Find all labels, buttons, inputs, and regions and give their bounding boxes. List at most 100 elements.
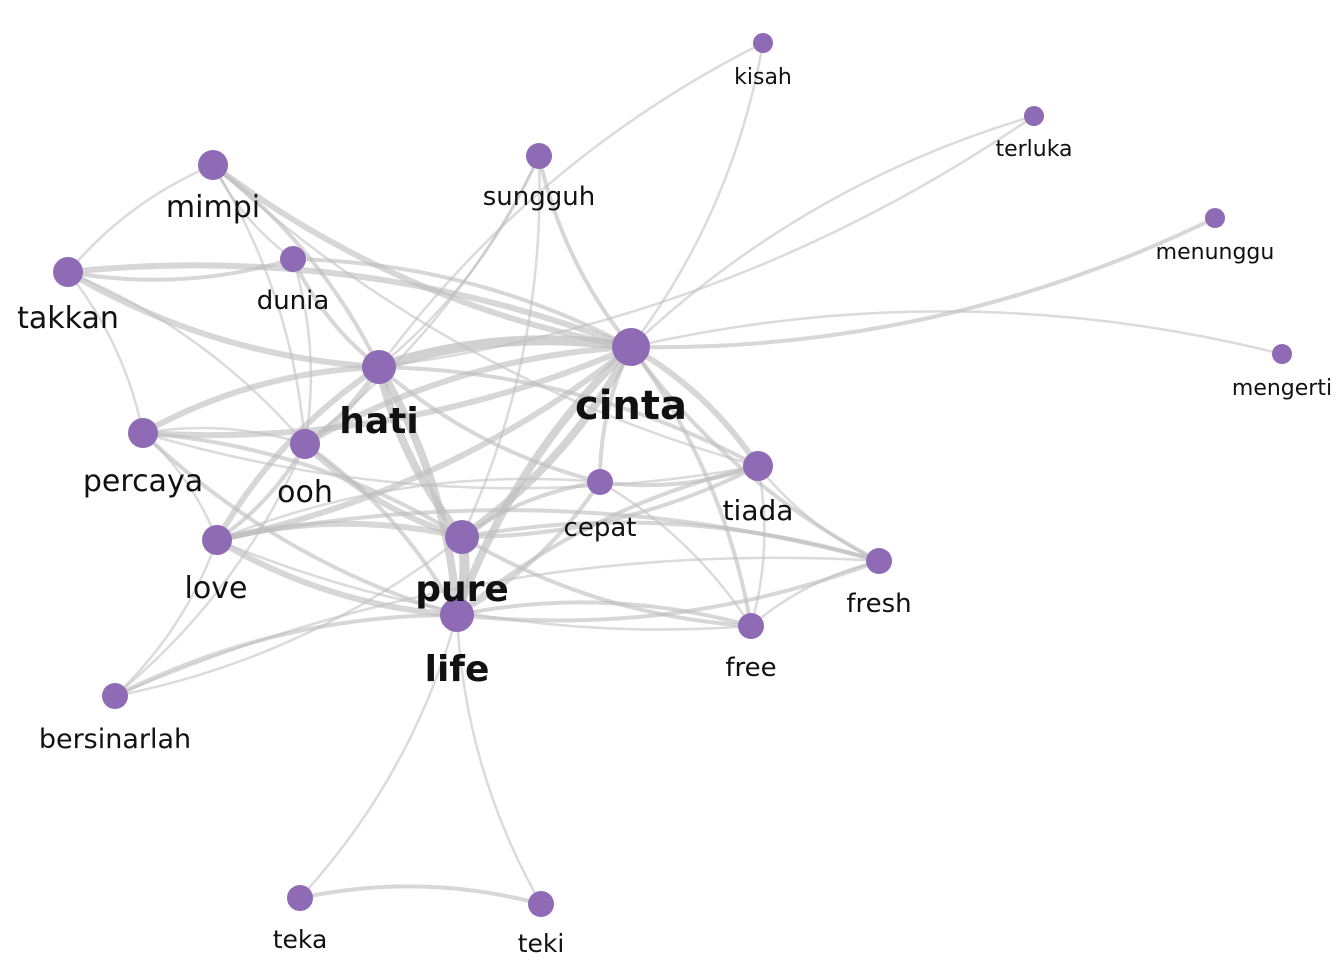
- edge-bersinarlah-ooh: [113, 442, 307, 698]
- edge-cinta-terluka: [629, 114, 1036, 349]
- node-ooh: [290, 429, 320, 459]
- node-label-pure: pure: [415, 569, 509, 610]
- node-label-free: free: [725, 653, 776, 683]
- node-label-teka: teka: [273, 925, 328, 954]
- node-kisah: [753, 33, 773, 53]
- node-teki: [528, 891, 554, 917]
- edge-love-fresh: [215, 508, 881, 563]
- node-mimpi: [198, 150, 228, 180]
- node-terluka: [1024, 106, 1044, 126]
- edge-sungguh-ooh: [303, 154, 541, 446]
- edge-life-free: [455, 600, 753, 628]
- edge-pure-percaya: [141, 431, 464, 539]
- node-life: [440, 598, 474, 632]
- node-label-hati: hati: [339, 401, 418, 442]
- node-free: [738, 613, 764, 639]
- edge-hati-takkan: [65, 269, 382, 370]
- node-takkan: [53, 257, 83, 287]
- node-label-kisah: kisah: [734, 65, 792, 90]
- edge-cinta-sungguh: [537, 154, 633, 349]
- node-label-sungguh: sungguh: [483, 182, 595, 212]
- edge-hati-kisah: [377, 41, 765, 369]
- edge-percaya-ooh: [141, 426, 307, 446]
- node-cinta: [612, 328, 650, 366]
- edge-cinta-takkan: [65, 262, 634, 350]
- node-teka: [287, 885, 313, 911]
- edge-cinta-ooh: [302, 344, 634, 447]
- edge-pure-bersinarlah: [113, 535, 464, 698]
- edge-cinta-mimpi: [210, 162, 634, 350]
- node-label-mengerti: mengerti: [1232, 376, 1332, 401]
- edge-cinta-mengerti: [629, 310, 1284, 356]
- edge-percaya-tiada: [141, 431, 760, 490]
- node-label-bersinarlah: bersinarlah: [39, 724, 191, 755]
- edge-mimpi-ooh: [211, 163, 307, 446]
- edge-cinta-dunia: [291, 257, 633, 349]
- edge-life-bersinarlah: [113, 612, 459, 698]
- node-menunggu: [1205, 208, 1225, 228]
- label-layer: cinta hati pure life love ooh percaya takkan mim…: [17, 65, 1332, 958]
- node-label-percaya: percaya: [83, 464, 203, 499]
- edge-pure-fresh: [460, 520, 881, 563]
- node-label-love: love: [185, 571, 248, 606]
- edge-pure-ooh: [302, 441, 465, 540]
- edge-pure-cepat: [460, 480, 602, 539]
- node-label-dunia: dunia: [257, 286, 330, 316]
- edge-love-bersinarlah: [113, 538, 219, 698]
- edge-hati-love: [214, 364, 382, 543]
- edge-dunia-ooh: [291, 257, 313, 446]
- node-label-cepat: cepat: [564, 513, 637, 543]
- node-label-takkan: takkan: [17, 301, 119, 336]
- node-layer: [53, 33, 1292, 917]
- edge-life-teki: [455, 613, 543, 906]
- node-tiada: [743, 451, 773, 481]
- edge-pure-free: [460, 535, 753, 628]
- edge-hati-percaya: [140, 364, 382, 436]
- node-bersinarlah: [102, 683, 128, 709]
- edge-teka-teki: [298, 884, 543, 906]
- edge-layer: [65, 41, 1284, 906]
- edge-hati-pure: [375, 363, 466, 541]
- node-sungguh: [526, 143, 552, 169]
- node-dunia: [280, 246, 306, 272]
- edge-bersinarlah-fresh: [113, 556, 881, 698]
- edge-cinta-life: [453, 343, 635, 619]
- edge-cepat-tiada: [598, 464, 760, 488]
- edge-hati-terluka: [377, 114, 1036, 369]
- edge-cinta-kisah: [629, 41, 765, 349]
- edge-cinta-tiada: [628, 344, 761, 469]
- edge-cinta-pure: [458, 343, 635, 541]
- edge-life-teka: [298, 613, 459, 900]
- node-mengerti: [1272, 344, 1292, 364]
- node-label-teki: teki: [518, 929, 565, 958]
- edge-life-ooh: [303, 442, 459, 617]
- node-label-cinta: cinta: [575, 383, 687, 429]
- node-label-ooh: ooh: [277, 475, 333, 510]
- node-label-menunggu: menunggu: [1156, 240, 1275, 265]
- node-love: [202, 525, 232, 555]
- node-label-tiada: tiada: [723, 494, 794, 527]
- edge-tiada-free: [749, 464, 766, 628]
- edge-hati-mimpi: [211, 163, 381, 369]
- node-label-terluka: terluka: [995, 137, 1072, 162]
- edge-tiada-fresh: [756, 464, 881, 563]
- edge-takkan-ooh: [66, 270, 307, 446]
- node-pure: [445, 520, 479, 554]
- edge-cinta-menunggu: [629, 216, 1217, 350]
- edge-life-love: [214, 537, 460, 618]
- edge-mimpi-tiada: [211, 163, 760, 468]
- node-label-fresh: fresh: [846, 589, 911, 619]
- edge-percaya-takkan: [66, 270, 145, 435]
- edge-cepat-free: [598, 480, 753, 628]
- node-cepat: [587, 469, 613, 495]
- edge-love-free: [215, 538, 753, 631]
- edge-pure-tiada: [460, 464, 760, 539]
- edge-hati-tiada: [377, 365, 760, 468]
- node-hati: [362, 350, 396, 384]
- node-percaya: [128, 418, 158, 448]
- node-label-mimpi: mimpi: [166, 190, 260, 225]
- edge-fresh-free: [749, 559, 881, 628]
- node-label-life: life: [425, 649, 490, 690]
- edge-hati-cepat: [377, 365, 602, 484]
